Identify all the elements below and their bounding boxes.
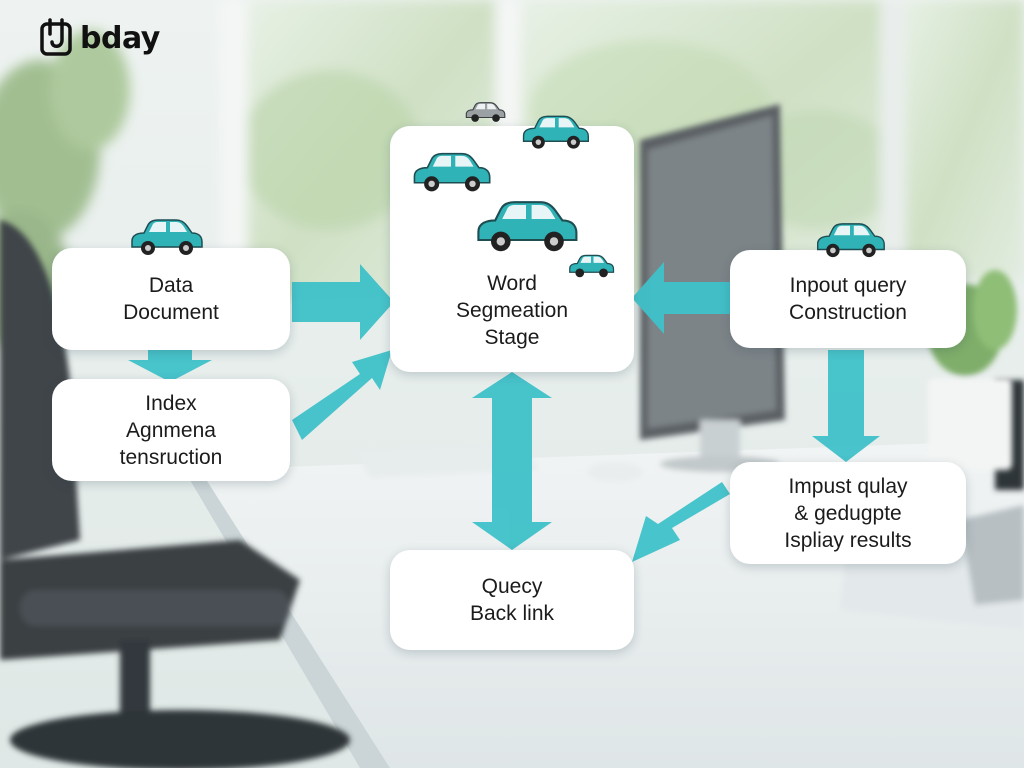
arrow-input-to-word xyxy=(632,262,730,334)
node-imput-display-label: Impust qulay & gedugpte Ispliay results xyxy=(784,474,912,552)
car-icon xyxy=(131,219,203,255)
arrow-index-to-word xyxy=(292,350,392,440)
node-word-segmentation-label: Word Segmeation Stage xyxy=(455,272,569,349)
node-imput-display: Impust qulay & gedugpte Ispliay results xyxy=(730,462,966,564)
car-icon xyxy=(477,201,578,252)
node-index: Index Agnmena tensruction xyxy=(52,379,290,481)
logo-mark-icon xyxy=(40,18,72,56)
node-query-back: Quecy Back link xyxy=(390,550,634,650)
node-query-back-label: Quecy Back link xyxy=(469,575,555,625)
node-input-query: Inpout query Construction xyxy=(730,250,966,348)
node-data-document: Data Document xyxy=(52,248,290,350)
node-data-document-label: Data Document xyxy=(123,274,219,324)
arrow-data-to-word xyxy=(292,264,394,340)
node-index-label: Index Agnmena tensruction xyxy=(119,391,223,469)
arrow-imput-to-query xyxy=(632,482,730,562)
arrow-word-query xyxy=(472,372,552,550)
car-icon xyxy=(569,254,615,278)
logo-text: bday xyxy=(80,20,160,56)
car-icon xyxy=(465,102,506,122)
arrow-input-to-imput xyxy=(812,350,880,462)
arrow-data-to-index xyxy=(128,350,212,382)
car-icon xyxy=(816,223,885,258)
car-icon xyxy=(522,115,589,149)
car-icon xyxy=(413,152,491,192)
node-input-query-label: Inpout query Construction xyxy=(789,274,907,324)
logo: bday xyxy=(40,18,160,58)
